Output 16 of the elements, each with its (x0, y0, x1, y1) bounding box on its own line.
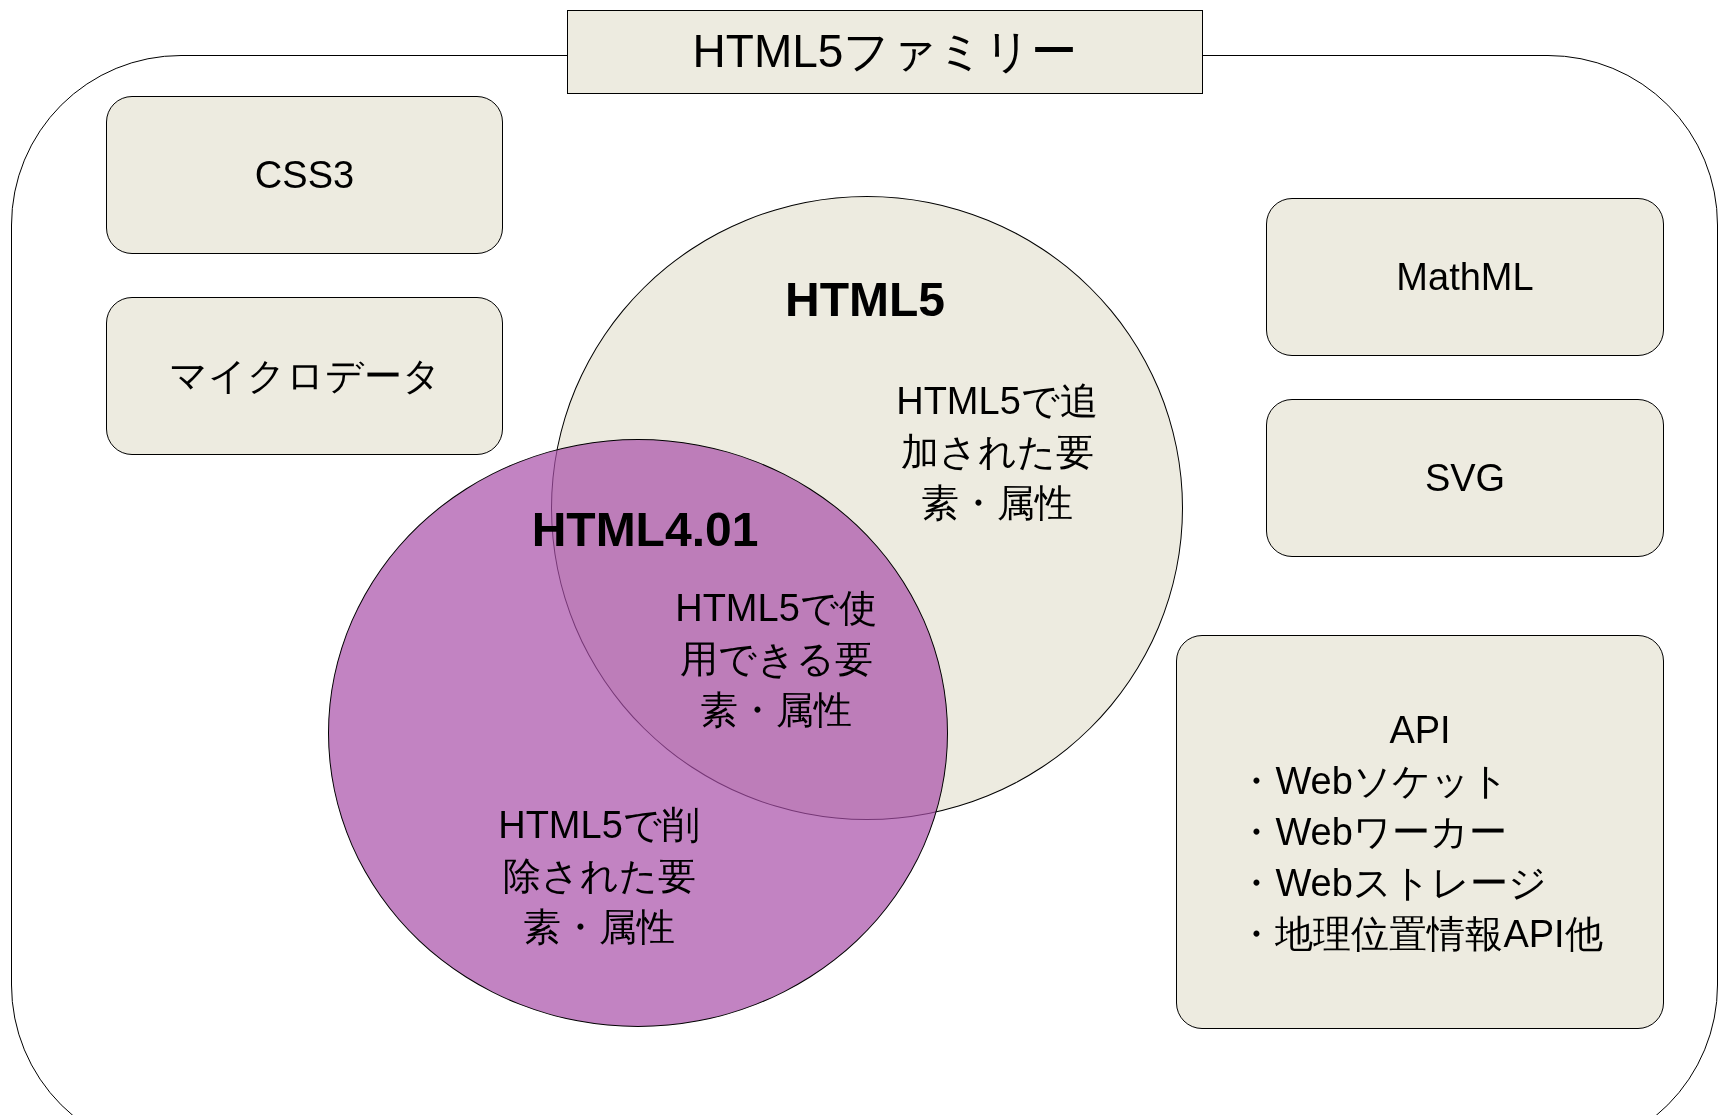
topic-box: MathML (1266, 198, 1664, 356)
list-item: ・Webワーカー (1237, 809, 1508, 855)
frame-title: HTML5ファミリー (567, 10, 1203, 94)
list-item: ・Webストレージ (1237, 860, 1548, 906)
circle-heading: HTML4.01 (531, 501, 759, 557)
box-heading: API (1388, 707, 1452, 753)
circle-heading: HTML5 (785, 271, 945, 327)
topic-box: CSS3 (106, 96, 503, 254)
circle-text: HTML5で追加された要素・属性 (895, 378, 1099, 526)
list-item: ・Webソケット (1237, 758, 1510, 804)
overlap-text: HTML5で使用できる要素・属性 (674, 585, 878, 733)
circle-text: HTML5で削除された要素・属性 (497, 802, 701, 950)
api-box (1176, 635, 1664, 1029)
topic-box: SVG (1266, 399, 1664, 557)
topic-box: マイクロデータ (106, 297, 503, 455)
list-item: ・地理位置情報API他 (1237, 911, 1603, 957)
